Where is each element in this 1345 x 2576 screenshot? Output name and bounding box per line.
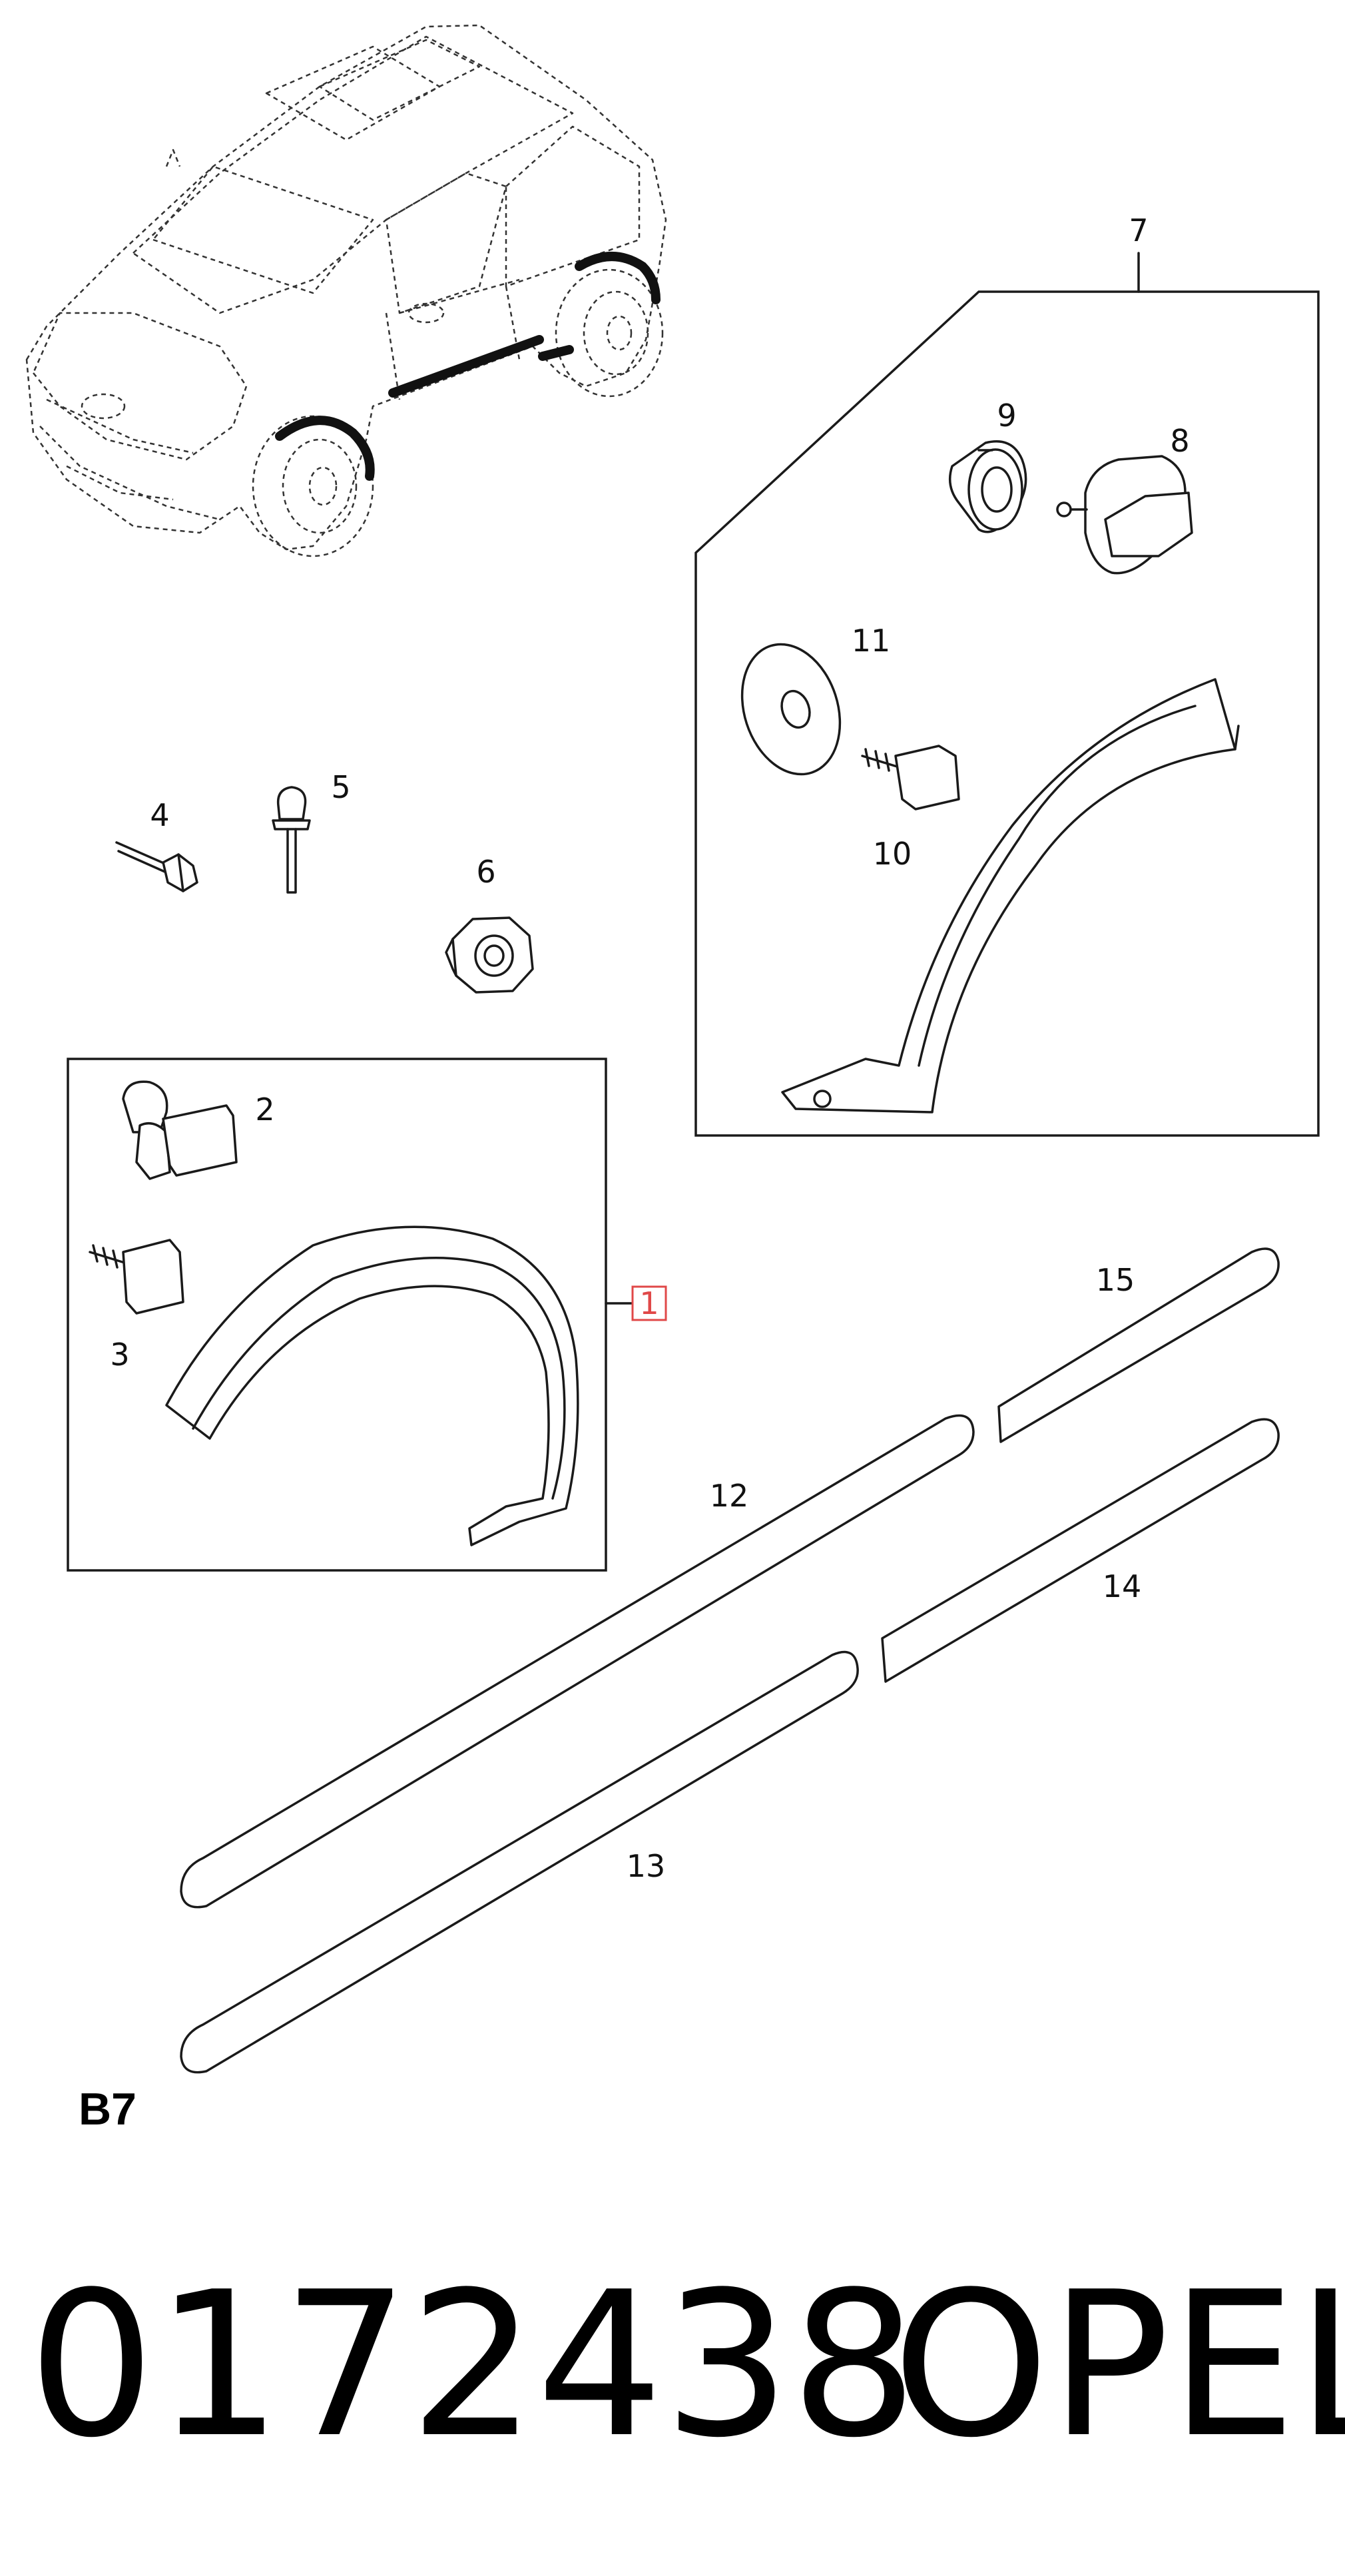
part-7-rear-arch — [781, 678, 1240, 1114]
part-10-screw — [861, 745, 960, 810]
callout-7: 7 — [1129, 212, 1148, 248]
moulding-15 — [997, 1247, 1280, 1443]
moulding-13 — [180, 1650, 859, 2074]
callout-2: 2 — [255, 1092, 274, 1127]
part-4-bolt — [115, 841, 198, 892]
frame-7: 7 9 8 11 10 — [694, 212, 1320, 1137]
callout-3: 3 — [110, 1337, 129, 1373]
moulding-12 — [180, 1414, 975, 1909]
callout-1: 1 — [639, 1285, 659, 1321]
callout-10: 10 — [873, 836, 912, 872]
callout-5: 5 — [331, 769, 350, 805]
moulding-14 — [881, 1418, 1280, 1683]
callout-6: 6 — [476, 854, 495, 890]
part-2-clip — [122, 1080, 238, 1180]
part-3-screw — [89, 1239, 184, 1315]
part-number: 0172438 — [28, 2249, 918, 2481]
part-8-clip — [1056, 455, 1193, 575]
callout-1-highlight-box — [631, 1285, 667, 1321]
callout-12: 12 — [710, 1478, 749, 1514]
car-illustration — [25, 24, 667, 557]
frame-1: 2 3 1 — [67, 1058, 667, 1572]
part-5-pin — [272, 786, 311, 894]
part-9-grommet — [948, 440, 1027, 533]
callout-13: 13 — [627, 1848, 666, 1884]
callout-14: 14 — [1103, 1568, 1142, 1604]
part-11-washer — [740, 643, 842, 776]
section-code: B7 — [79, 2084, 136, 2134]
brand-name: OPEL — [892, 2249, 1345, 2481]
callout-15: 15 — [1096, 1262, 1135, 1298]
part-1-front-arch — [165, 1225, 579, 1546]
part-6-nut — [445, 916, 534, 994]
callout-9: 9 — [997, 398, 1016, 434]
callout-4: 4 — [150, 797, 169, 833]
callout-8: 8 — [1170, 423, 1189, 459]
callout-11: 11 — [852, 623, 891, 659]
